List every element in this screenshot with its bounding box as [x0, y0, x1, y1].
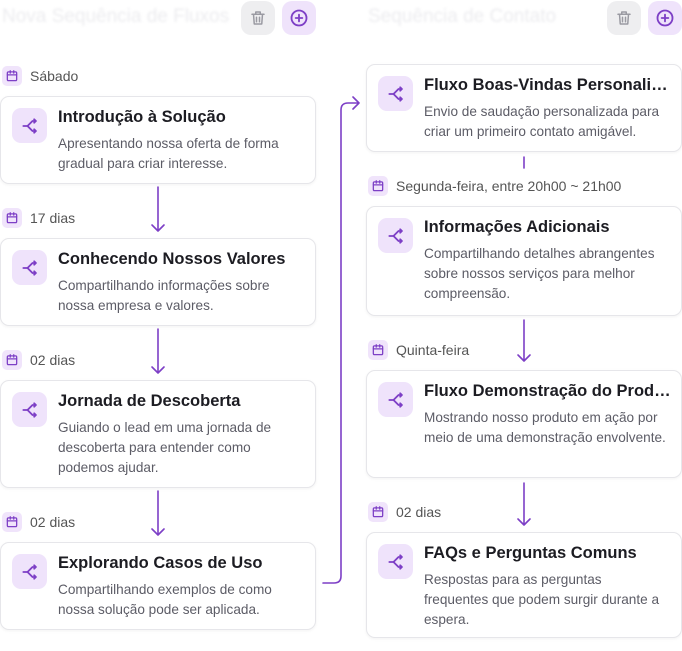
connector-arrow [151, 328, 165, 374]
flow-card-title: Fluxo Demonstração do Produto [424, 382, 673, 400]
connector-arrow [151, 490, 165, 536]
schedule-label-text: 02 dias [396, 504, 442, 520]
connector-arrow [151, 186, 165, 232]
schedule-label: Sábado [2, 66, 78, 86]
schedule-label: 02 dias [2, 512, 75, 532]
schedule-label: 17 dias [2, 208, 75, 228]
share-flow-icon [12, 554, 47, 589]
trash-icon [251, 11, 265, 25]
flow-card-description: Guiando o lead em uma jornada de descobe… [58, 420, 272, 475]
schedule-label: Segunda-feira, entre 20h00 ~ 21h00 [368, 176, 621, 196]
flow-card-description: Envio de saudação personalizada para cri… [424, 104, 660, 139]
share-flow-icon [12, 108, 47, 143]
schedule-label-text: Segunda-feira, entre 20h00 ~ 21h00 [396, 178, 622, 194]
share-flow-icon [378, 76, 413, 111]
flow-card[interactable]: Explorando Casos de Uso Compartilhando e… [0, 542, 316, 630]
calendar-icon [2, 512, 22, 532]
schedule-label-text: 02 dias [30, 514, 76, 530]
flow-card-description: Apresentando nossa oferta de forma gradu… [58, 136, 279, 171]
add-circle-icon [290, 9, 308, 27]
left-column-title: Nova Sequência de Fluxos [2, 6, 230, 27]
left-add-button[interactable] [282, 1, 316, 35]
schedule-label: Quinta-feira [368, 340, 469, 360]
share-flow-icon [378, 218, 413, 253]
flow-card[interactable]: Jornada de Descoberta Guiando o lead em … [0, 380, 316, 488]
calendar-icon [2, 350, 22, 370]
add-circle-icon [656, 9, 674, 27]
flow-card[interactable]: Conhecendo Nossos Valores Compartilhando… [0, 238, 316, 326]
calendar-icon [368, 176, 388, 196]
schedule-label-text: 17 dias [30, 210, 76, 226]
share-flow-icon [12, 392, 47, 427]
flow-card-title: FAQs e Perguntas Comuns [424, 544, 637, 562]
share-flow-icon [378, 544, 413, 579]
flow-card[interactable]: FAQs e Perguntas Comuns Respostas para a… [366, 532, 682, 638]
flow-card-description: Compartilhando detalhes abrangentes sobr… [424, 246, 655, 301]
flow-card-title: Informações Adicionais [424, 218, 610, 236]
schedule-label-text: Sábado [30, 68, 79, 84]
schedule-label: 02 dias [368, 502, 441, 522]
flow-card[interactable]: Fluxo Demonstração do Produto Mostrando … [366, 370, 682, 478]
flow-card-description: Compartilhando informações sobre nossa e… [58, 278, 270, 313]
flow-card-title: Fluxo Boas-Vindas Personalizado [424, 76, 673, 94]
flow-card-title: Conhecendo Nossos Valores [58, 250, 286, 268]
flow-card-title: Jornada de Descoberta [58, 392, 241, 410]
schedule-label: 02 dias [2, 350, 75, 370]
connector-arrow [517, 482, 531, 526]
right-column-title: Sequência de Contato [368, 6, 557, 27]
flow-card-description: Mostrando nosso produto em ação por meio… [424, 410, 666, 445]
right-add-button[interactable] [648, 1, 682, 35]
share-flow-icon [12, 250, 47, 285]
calendar-icon [368, 340, 388, 360]
schedule-label-text: 02 dias [30, 352, 76, 368]
schedule-label-text: Quinta-feira [396, 342, 470, 358]
flow-card[interactable]: Informações Adicionais Compartilhando de… [366, 206, 682, 316]
trash-icon [617, 11, 631, 25]
right-delete-button[interactable] [607, 1, 641, 35]
calendar-icon [2, 208, 22, 228]
calendar-icon [2, 66, 22, 86]
flow-card-title: Explorando Casos de Uso [58, 554, 263, 572]
connector-loop [322, 96, 360, 584]
share-flow-icon [378, 382, 413, 417]
flow-card[interactable]: Fluxo Boas-Vindas Personalizado Envio de… [366, 64, 682, 152]
left-delete-button[interactable] [241, 1, 275, 35]
calendar-icon [368, 502, 388, 522]
flow-card-description: Compartilhando exemplos de como nossa so… [58, 582, 272, 617]
flow-card-title: Introdução à Solução [58, 108, 226, 126]
connector-arrow [517, 319, 531, 362]
flow-card-description: Respostas para as perguntas frequentes q… [424, 572, 660, 627]
flow-card[interactable]: Introdução à Solução Apresentando nossa … [0, 96, 316, 184]
